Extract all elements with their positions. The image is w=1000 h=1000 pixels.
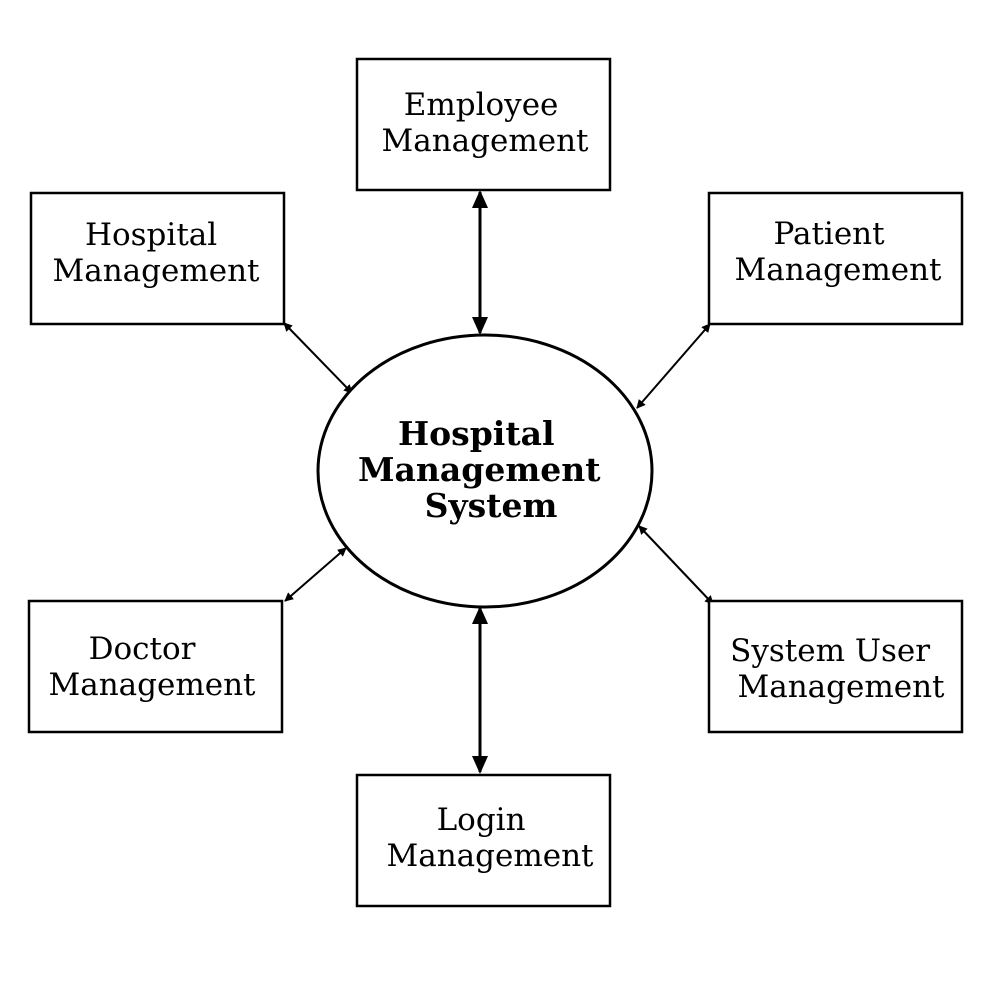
module-label-line-2: Management	[734, 252, 942, 288]
module-label-line-1: Patient	[774, 216, 886, 252]
module-label-line-1: Hospital	[85, 217, 217, 253]
hub-label: Hospital Management System	[358, 414, 612, 525]
module-doctor-management: Doctor Management	[27, 599, 284, 734]
connector-system-user	[638, 525, 714, 605]
module-label-line-2: Management	[386, 838, 594, 874]
module-system-user-management: System User Management	[707, 599, 964, 734]
module-label-line-2: Management	[737, 669, 945, 705]
module-employee-management: Employee Management	[355, 57, 612, 192]
module-label-line-1: Login	[437, 802, 526, 838]
module-label: System User Management	[730, 633, 945, 705]
module-label-line-2: Management	[52, 253, 260, 289]
hub-label-line-3: System	[425, 486, 558, 525]
module-hospital-management: Hospital Management	[29, 191, 286, 326]
module-label: Patient Management	[734, 216, 942, 288]
module-label: Employee Management	[381, 87, 589, 159]
module-label-line-1: Doctor	[89, 631, 196, 667]
module-label-line-1: Employee	[404, 87, 559, 123]
hub-label-line-2: Management	[358, 450, 601, 489]
hub-hospital-management-system: Hospital Management System	[316, 333, 654, 609]
module-label-line-2: Management	[48, 667, 256, 703]
connector-doctor	[284, 547, 347, 602]
connector-patient	[636, 323, 711, 409]
module-login-management: Login Management	[355, 773, 612, 908]
module-label: Login Management	[386, 802, 594, 874]
module-label: Hospital Management	[52, 217, 260, 289]
module-patient-management: Patient Management	[707, 191, 964, 326]
hub-label-line-1: Hospital	[398, 414, 555, 453]
module-label-line-1: System User	[730, 633, 930, 669]
connector-hospital	[283, 322, 353, 394]
module-label: Doctor Management	[48, 631, 256, 703]
module-label-line-2: Management	[381, 123, 589, 159]
